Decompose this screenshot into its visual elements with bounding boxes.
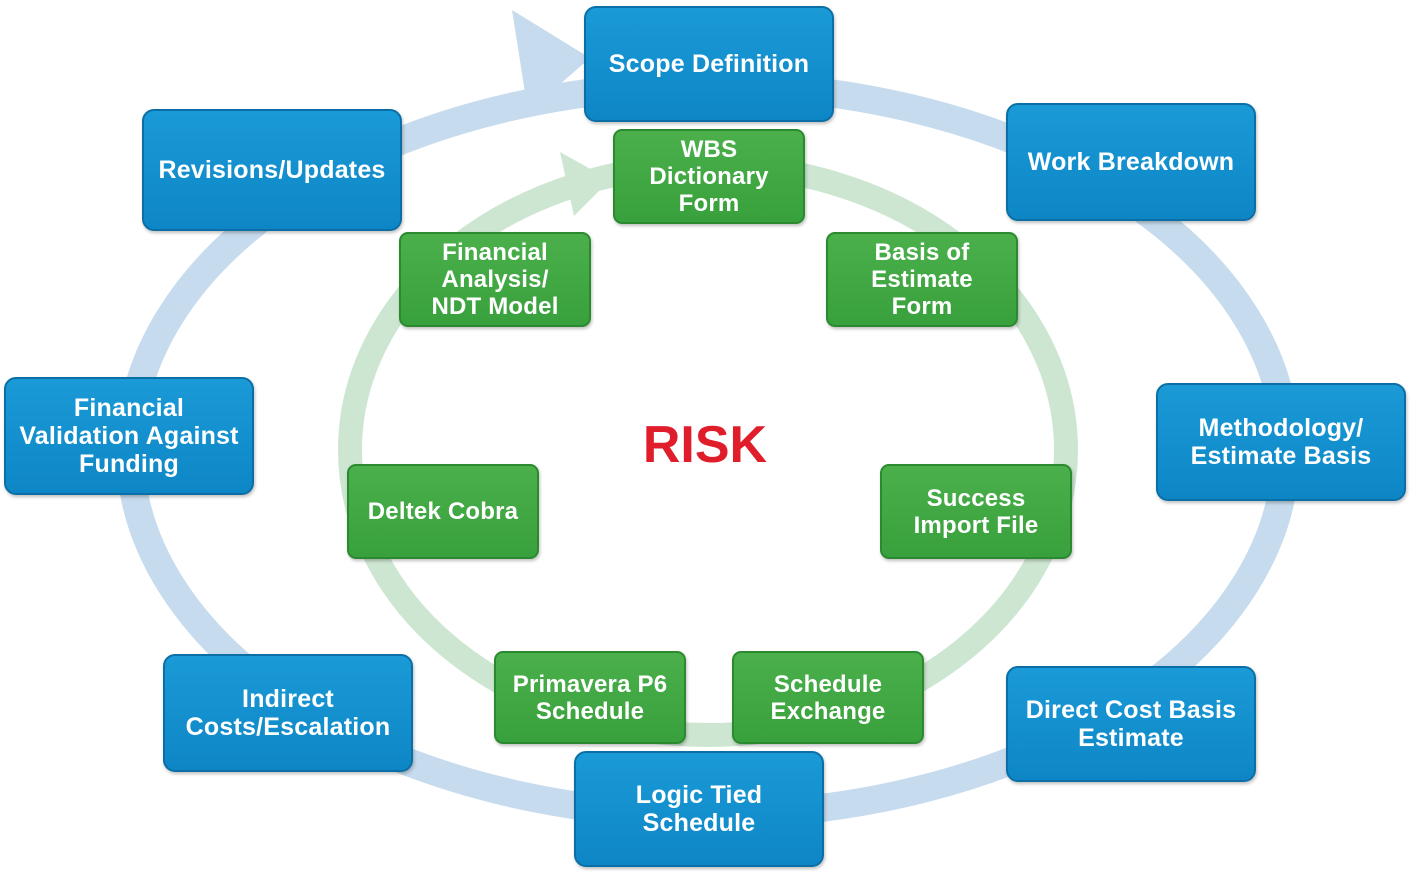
node-schedule-exchange: Schedule Exchange (732, 651, 924, 744)
node-revisions-updates: Revisions/Updates (142, 109, 402, 231)
node-logic-tied-schedule: Logic Tied Schedule (574, 751, 824, 867)
node-basis-of-estimate-form: Basis of Estimate Form (826, 232, 1018, 327)
node-financial-analysis-ndt-model: Financial Analysis/ NDT Model (399, 232, 591, 327)
node-scope-definition: Scope Definition (584, 6, 834, 122)
node-methodology-estimate-basis: Methodology/ Estimate Basis (1156, 383, 1406, 501)
node-success-import-file: Success Import File (880, 464, 1072, 559)
node-wbs-dictionary-form: WBS Dictionary Form (613, 129, 805, 224)
node-financial-validation-against-funding: Financial Validation Against Funding (4, 377, 254, 495)
node-indirect-costs-escalation: Indirect Costs/Escalation (163, 654, 413, 772)
outer-ring-arrow-icon (512, 10, 590, 112)
center-risk-label: RISK (642, 416, 768, 474)
inner-ring-arrow-icon (560, 152, 610, 216)
node-direct-cost-basis-estimate: Direct Cost Basis Estimate (1006, 666, 1256, 782)
node-deltek-cobra: Deltek Cobra (347, 464, 539, 559)
node-work-breakdown: Work Breakdown (1006, 103, 1256, 221)
node-primavera-p6-schedule: Primavera P6 Schedule (494, 651, 686, 744)
